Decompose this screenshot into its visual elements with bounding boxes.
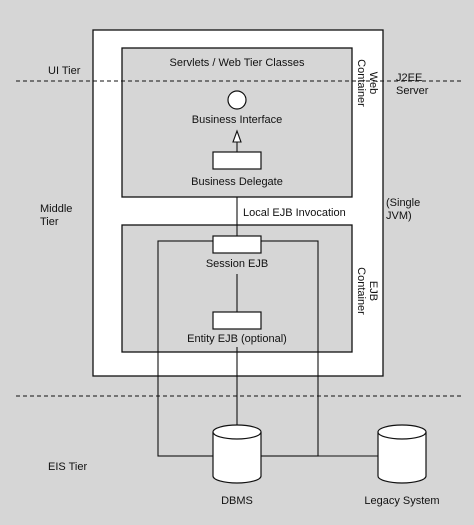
web-tier-classes-title: Servlets / Web Tier Classes — [169, 57, 305, 69]
jvm-label: (Single JVM) — [386, 197, 421, 222]
web-container-label: Web Container — [355, 59, 379, 107]
web-container-box — [121, 47, 353, 198]
legacy-system-label: Legacy System — [364, 495, 440, 507]
realization-arrowhead — [232, 129, 242, 143]
j2ee-server-label: J2EE Server — [396, 72, 429, 97]
business-delegate-label: Business Delegate — [191, 176, 283, 188]
legacy-cylinder — [377, 424, 427, 484]
entity-ejb-box — [212, 311, 262, 330]
session-ejb-label: Session EJB — [205, 258, 269, 270]
business-interface-label: Business Interface — [191, 114, 283, 126]
dbms-cylinder — [212, 424, 262, 484]
business-delegate-box — [212, 151, 262, 170]
eis-tier-label: EIS Tier — [48, 461, 88, 473]
dbms-label: DBMS — [221, 495, 253, 507]
ejb-container-label: EJB Container — [355, 267, 379, 315]
entity-ejb-label: Entity EJB (optional) — [187, 333, 287, 345]
invocation-label: Local EJB Invocation — [243, 207, 346, 219]
middle-tier-label: Middle Tier — [40, 203, 73, 228]
session-ejb-box — [212, 235, 262, 254]
business-interface-circle — [227, 90, 247, 110]
ui-tier-label: UI Tier — [48, 65, 81, 77]
